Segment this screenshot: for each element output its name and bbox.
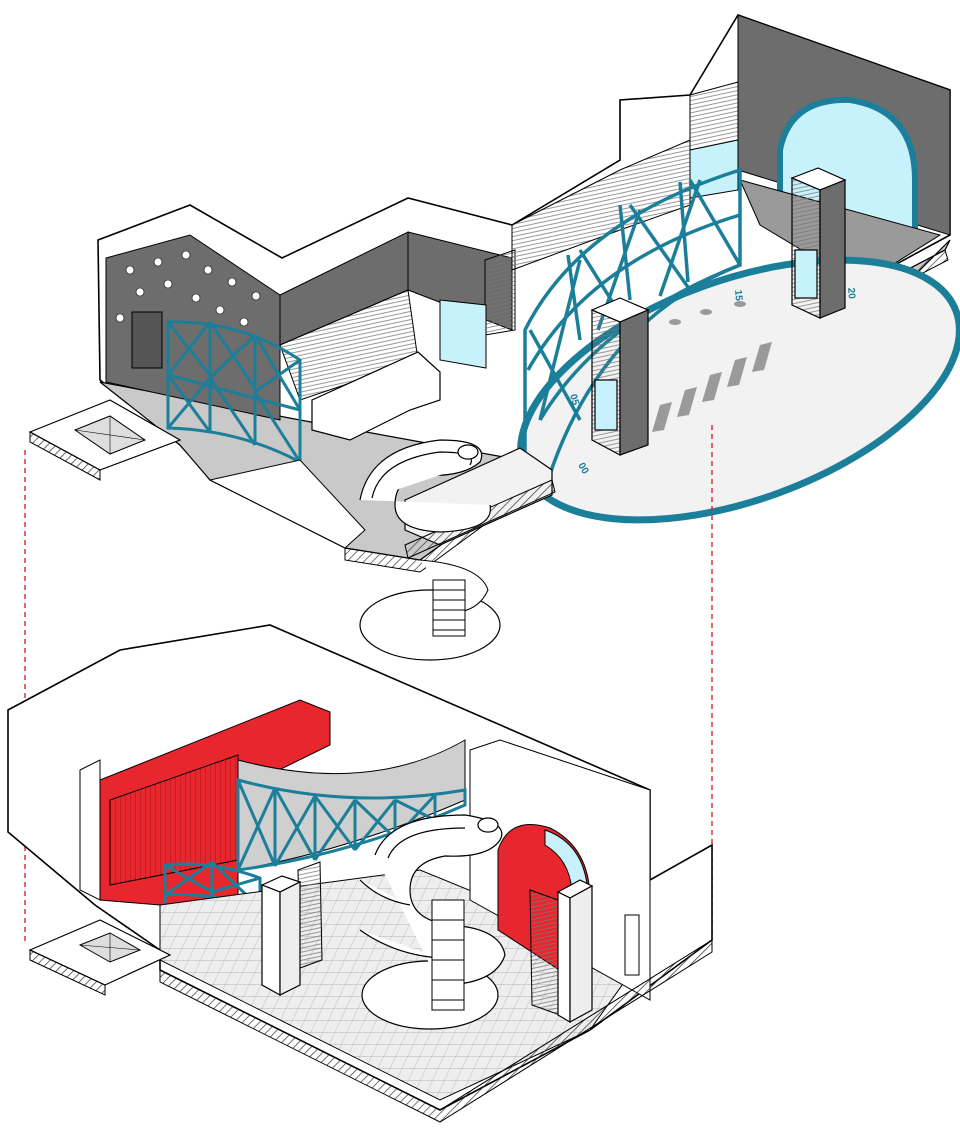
upper-bar-counter <box>311 351 441 441</box>
upper-left-dark-wall <box>105 234 281 421</box>
lower-slab-edge <box>159 939 713 1123</box>
upper-shelving-unit <box>131 311 163 369</box>
wall-light-fixtures <box>115 250 261 327</box>
upper-column-right <box>790 167 847 319</box>
lower-column-right <box>556 879 594 1024</box>
lower-spiral-slide <box>359 814 506 986</box>
floor-marking-00: 00 <box>575 461 590 477</box>
lower-column-left <box>260 875 302 997</box>
platform-stripes <box>652 342 772 432</box>
upper-glass-panel-left <box>439 299 487 369</box>
lower-striped-panel-left <box>297 861 323 969</box>
platform-dots <box>669 301 746 325</box>
upper-entry-edge <box>29 431 101 481</box>
upper-ramp <box>208 459 366 549</box>
lower-spiral-stair <box>431 899 465 1011</box>
floor-marking-20: 20 <box>845 287 857 299</box>
lower-entry-edge <box>29 949 106 996</box>
upper-striped-column-a <box>484 249 516 336</box>
lower-level-axonometric <box>7 624 713 1123</box>
lower-inner-wall-left <box>79 759 101 901</box>
floor-marking-15: 15 <box>732 289 744 301</box>
upper-column-left <box>590 297 650 457</box>
upper-level-axonometric: 00 05 15 20 <box>28 14 960 661</box>
upper-left-lattice-screen <box>166 320 302 465</box>
upper-curved-lattice-screen <box>523 167 742 482</box>
lower-striped-panel-right <box>529 889 561 1016</box>
upper-spiral-stair <box>419 559 489 637</box>
lower-door <box>624 914 640 976</box>
upper-spiral-slide <box>359 439 491 533</box>
alignment-guides <box>24 425 713 945</box>
